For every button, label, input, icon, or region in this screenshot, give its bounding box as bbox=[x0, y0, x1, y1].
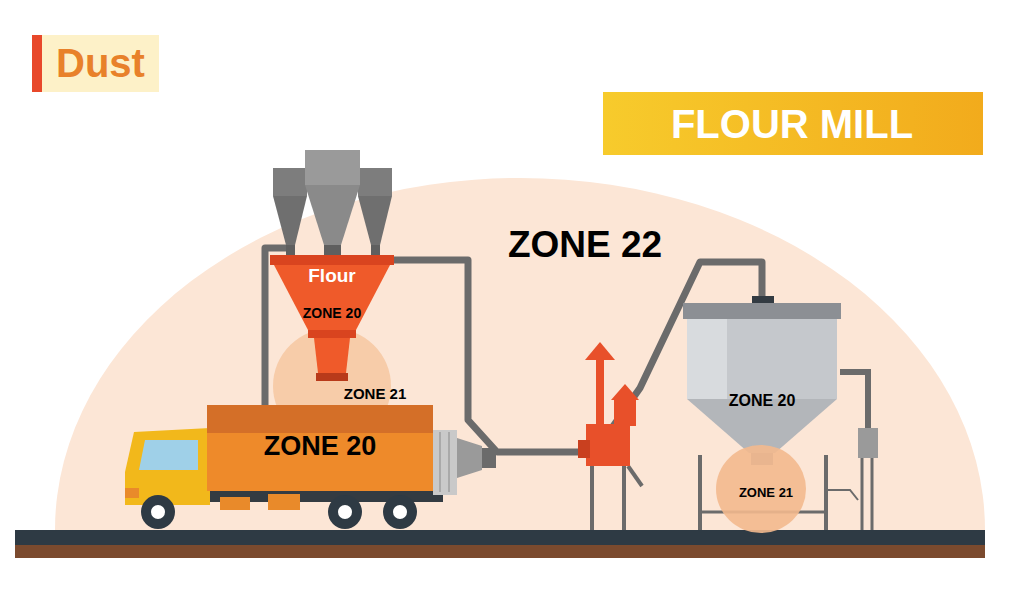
truck-blower bbox=[433, 430, 496, 495]
wheel bbox=[151, 505, 165, 519]
fan-unit bbox=[590, 462, 594, 530]
cyclone bbox=[324, 245, 341, 255]
ground bbox=[15, 530, 985, 545]
cyclone bbox=[305, 185, 360, 245]
silo-frame bbox=[871, 458, 874, 530]
fan-unit bbox=[586, 424, 630, 466]
zone-region: ZONE 22 FlourZONE 20 ZONE 21 ZONE 20 ZONE 20… bbox=[55, 178, 985, 530]
pipe-connector bbox=[394, 260, 762, 452]
truck-blower bbox=[457, 438, 482, 478]
pipe bbox=[840, 372, 868, 428]
fan-unit bbox=[614, 398, 636, 426]
cyclone bbox=[273, 196, 307, 245]
silo-frame bbox=[858, 428, 878, 458]
zone-label: ZONE 21 bbox=[344, 386, 407, 403]
fan-unit bbox=[628, 466, 642, 486]
wheel bbox=[141, 495, 417, 529]
fan-unit bbox=[611, 384, 639, 400]
fan-unit bbox=[596, 356, 604, 428]
zone-label: ZONE 22 bbox=[508, 225, 662, 266]
silo-frame bbox=[861, 458, 864, 530]
cyclone bbox=[273, 150, 392, 255]
fan-unit bbox=[578, 440, 590, 458]
title-banner: FLOUR MILL bbox=[603, 92, 983, 155]
flour-hopper: FlourZONE 20 bbox=[270, 255, 394, 382]
truck-blower bbox=[433, 430, 457, 495]
silo-frame bbox=[824, 455, 828, 530]
zone-label: ZONE 20 bbox=[303, 306, 361, 321]
wheel bbox=[328, 495, 362, 529]
silo-frame bbox=[826, 490, 858, 500]
zone-label: ZONE 20 bbox=[729, 392, 796, 410]
silo-frame bbox=[752, 296, 774, 304]
wheel bbox=[338, 505, 352, 519]
truck-blower bbox=[448, 432, 450, 492]
wheel bbox=[393, 505, 407, 519]
truck-cab bbox=[125, 488, 139, 498]
cyclone bbox=[371, 245, 380, 255]
cyclone bbox=[273, 168, 307, 196]
cyclone bbox=[305, 150, 360, 185]
page-title: Dust bbox=[32, 35, 159, 92]
fan-unit bbox=[622, 462, 626, 530]
storage-silo-outline bbox=[683, 303, 841, 465]
wheel bbox=[383, 495, 417, 529]
silo-frame bbox=[698, 455, 702, 530]
pipe bbox=[265, 248, 868, 428]
ground bbox=[15, 530, 985, 558]
cyclone bbox=[286, 245, 295, 255]
zone-label: ZONE 20 bbox=[264, 432, 377, 462]
zone-label: Flour bbox=[308, 266, 356, 287]
fan-unit bbox=[585, 342, 615, 360]
cyclone bbox=[358, 196, 392, 245]
truck-cab bbox=[268, 494, 300, 510]
truck-cab bbox=[139, 440, 198, 470]
truck-blower bbox=[482, 448, 496, 468]
zone-label: ZONE 21 bbox=[739, 486, 793, 500]
zone-circle: ZONE 21 bbox=[716, 445, 806, 533]
zone-label: FLOUR MILL bbox=[671, 102, 913, 146]
truck-blower bbox=[439, 432, 441, 492]
wheel bbox=[141, 495, 175, 529]
ground bbox=[15, 545, 985, 558]
cyclone bbox=[358, 168, 392, 196]
truck-cab bbox=[220, 497, 250, 510]
truck-cab bbox=[125, 428, 210, 505]
storage-silo: ZONE 20 bbox=[683, 303, 841, 465]
fan-unit bbox=[578, 342, 642, 530]
truck-container: ZONE 20 bbox=[207, 405, 433, 491]
